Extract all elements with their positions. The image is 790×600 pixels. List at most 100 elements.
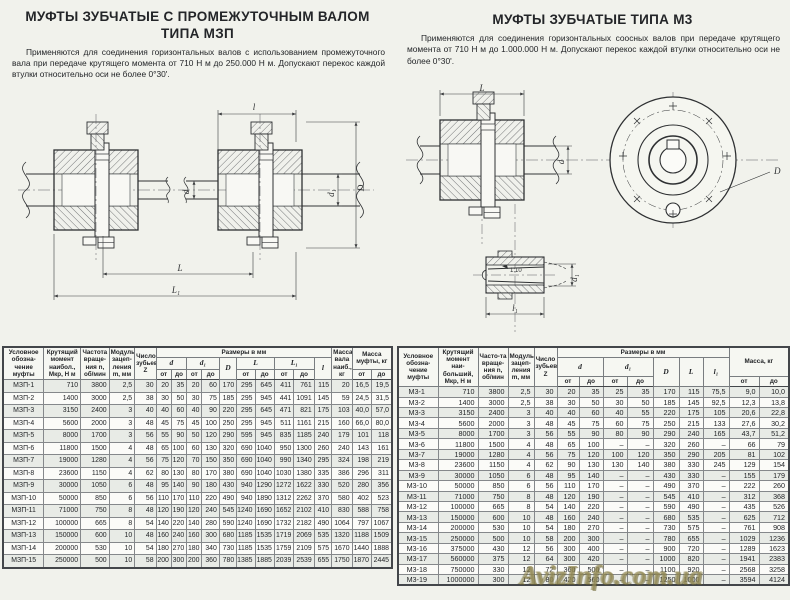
value-cell: 430 [652, 469, 680, 482]
col-to: до [626, 375, 654, 388]
coupling-designation: МЗП-5 [2, 429, 45, 443]
col-to: до [293, 368, 315, 381]
value-cell: 350 [652, 448, 680, 461]
value-cell: 75 [201, 391, 220, 406]
value-cell: 240 [331, 441, 353, 456]
col-d: d [155, 357, 188, 370]
value-cell: 270 [170, 541, 188, 556]
value-cell: 300 [170, 554, 188, 569]
col-torque: Крутящий момент наибол., Мкр, Н м [43, 346, 82, 381]
value-cell: 143 [351, 441, 372, 456]
value-cell: 200 [155, 554, 172, 569]
value-cell: 40 [186, 404, 203, 418]
value-cell: 120 [626, 448, 654, 461]
value-cell: 1622 [293, 479, 315, 493]
value-cell: 402 [351, 491, 372, 506]
value-cell: 198 [351, 454, 372, 468]
coupling-designation: М3-18 [397, 563, 439, 576]
value-cell: 1000 [652, 553, 680, 565]
value-cell: 130 [602, 459, 628, 471]
col-L: L [678, 357, 704, 388]
coupling-designation: М3-11 [397, 490, 439, 503]
value-cell: 12 [507, 542, 535, 555]
value-cell: 48 [134, 504, 157, 518]
value-cell: 101 [351, 429, 372, 443]
value-cell: 435 [728, 500, 760, 513]
value-cell: 335 [313, 466, 333, 481]
value-cell: 4 [108, 441, 136, 456]
value-cell: 1670 [331, 541, 353, 556]
value-cell: 375 [477, 553, 509, 565]
mz-spec-table: Условное обозна-чение муфты Крутящий мом… [397, 346, 790, 587]
value-cell: 160 [556, 511, 580, 523]
value-cell: 2383 [758, 553, 790, 565]
value-cell: 20 [331, 379, 353, 393]
value-cell: 296 [351, 466, 372, 481]
dim-label-l: l [253, 102, 256, 112]
taper-ratio-label: 1:10 [510, 268, 522, 274]
value-cell: 1280 [477, 448, 509, 461]
value-cell: 320 [218, 441, 238, 456]
value-cell: 3800 [477, 386, 509, 398]
coupling-designation: М3-19 [397, 574, 439, 586]
value-cell: 40 [602, 407, 628, 419]
value-cell: 90 [578, 427, 604, 440]
value-cell: 6 [108, 491, 136, 506]
value-cell: 62 [533, 459, 558, 471]
mzp-title-line2: ТИПА МЗП [161, 25, 234, 41]
value-cell: 220 [218, 404, 238, 418]
value-cell: 95 [155, 479, 172, 493]
col-teeth: Число зубьев Z [134, 346, 157, 381]
value-cell: 2262 [293, 491, 315, 506]
value-cell: 375000 [437, 542, 479, 555]
coupling-designation: М3-3 [397, 407, 439, 419]
value-cell: 16,5 [351, 379, 372, 393]
value-cell: 56 [134, 454, 157, 468]
value-cell: 56 [533, 542, 558, 555]
value-cell: 140 [155, 516, 172, 531]
value-cell: 2,5 [108, 391, 136, 406]
value-cell: – [626, 542, 654, 555]
value-cell: 31,5 [370, 391, 393, 406]
value-cell: 1064 [331, 516, 353, 531]
value-cell: 50 [186, 429, 203, 443]
col-to: до [578, 375, 604, 388]
value-cell: – [602, 511, 628, 523]
value-cell: 140 [170, 479, 188, 493]
value-cell: 1236 [758, 532, 790, 544]
value-cell: 118 [370, 429, 393, 443]
value-cell: 48 [134, 529, 157, 543]
value-cell: 240 [578, 511, 604, 523]
value-cell: 120 [201, 429, 220, 443]
value-cell: 260 [313, 441, 333, 456]
value-cell: 945 [254, 416, 275, 431]
mz-technical-drawing: L d D 1:10 d₁ l₁ [406, 84, 781, 332]
value-cell: – [602, 521, 628, 534]
value-cell: 215 [678, 417, 704, 429]
value-cell: – [626, 532, 654, 544]
value-cell: 311 [370, 466, 393, 481]
col-from: от [155, 368, 172, 381]
dim-label-L: L [176, 263, 182, 273]
dim-label-L: L [478, 84, 484, 93]
value-cell: 120 [170, 454, 188, 468]
value-cell: 1385 [236, 554, 256, 569]
mzp-spec-table: Условное обозна-чение муфты Крутящий мом… [2, 346, 393, 569]
value-cell: 154 [758, 459, 790, 471]
coupling-designation: МЗП-7 [2, 454, 45, 468]
value-cell: 1732 [273, 516, 295, 531]
value-cell: 50 [578, 396, 604, 409]
value-cell: 511 [273, 416, 295, 431]
value-cell: 386 [331, 466, 353, 481]
value-cell: 1280 [80, 454, 110, 468]
col-d1: d₁ [602, 357, 654, 377]
value-cell: 758 [370, 504, 393, 518]
value-cell: 600 [477, 511, 509, 523]
value-cell: 1289 [728, 542, 760, 555]
value-cell: 441 [273, 391, 295, 406]
